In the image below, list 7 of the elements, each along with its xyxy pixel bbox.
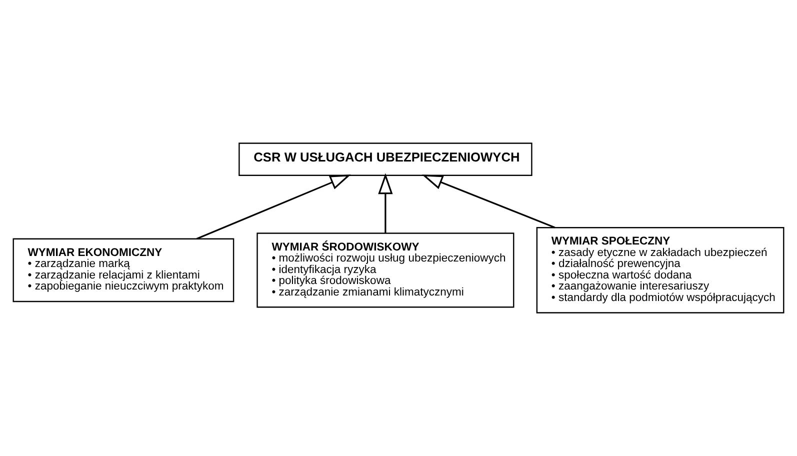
node-box: CSR W USŁUGACH UBEZPIECZENIOWYCH — [238, 142, 532, 176]
arrow — [378, 173, 393, 233]
node-box: WYMIAR ŚRODOWISKOWY • możliwości rozwoju usług ubezpieczeniowych • identyfikacja ryzyka • polityka środowiskowa • zarządzanie zmianami klimatycznymi — [256, 232, 514, 308]
node-box: WYMIAR EKONOMICZNY • zarządzanie marką • zarządzanie relacjami z klientami • zapobieganie nieuczciwym praktykom — [12, 238, 234, 302]
arrow — [196, 174, 351, 240]
arrow — [422, 174, 556, 228]
node-box: WYMIAR SPOŁECZNY • zasady etyczne w zakładach ubezpieczeń • działalność prewencyjna • społeczna wartość dodana • zaangażowanie interesariuszy • standardy dla podmiotów współpracujących — [536, 227, 784, 314]
